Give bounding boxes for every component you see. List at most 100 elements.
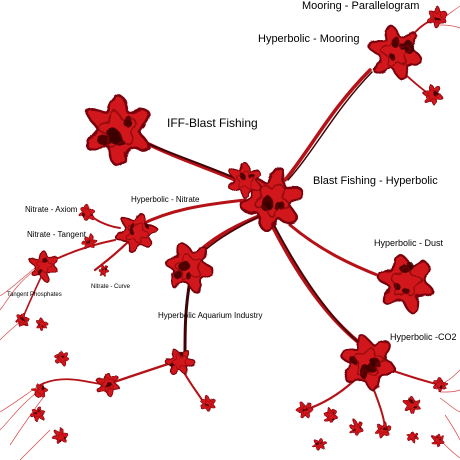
label-iff-blast-fishing: IFF-Blast Fishing [167, 116, 258, 130]
blob-co2-right-3 [431, 432, 445, 448]
blob-mooring-lower-body [422, 84, 444, 106]
blob-co2-bottom-2-body [374, 421, 392, 439]
blob-co2-bottom-1-fold [358, 426, 362, 428]
blob-co2-bottom-3-body [313, 438, 327, 452]
blob-lower-left-ruffle [100, 376, 115, 392]
blob-lower-mid-fold [179, 351, 184, 357]
blob-co2-bottom-3-fold [316, 442, 320, 446]
branch-co2-dark [273, 224, 365, 348]
blob-hyperbolic-nitrate-ruffle [126, 222, 149, 245]
label-hyperbolic-co2: Hyperbolic -CO2 [390, 332, 457, 342]
blob-nitrate-axiom [79, 205, 95, 222]
blob-hyperbolic-dust-body [376, 254, 434, 314]
thread-11 [444, 414, 460, 441]
blob-co2-right-1-body [403, 396, 421, 415]
blob-hyperbolic-aquarium-industry-ruffle [174, 253, 203, 281]
label-hyperbolic-aquarium-industry: Hyperbolic Aquarium Industry [158, 311, 263, 320]
blob-hyperbolic-dust-ruffle [390, 266, 423, 298]
branch-mooring-dark [287, 71, 373, 181]
blob-nitrate-curve-fold [102, 268, 104, 271]
blob-lower-mid [164, 348, 196, 376]
blob-co2-left-2-ruffle [326, 410, 335, 420]
blob-hyperbolic-mooring-fold [389, 52, 395, 61]
blob-co2-left-ruffle [300, 405, 310, 415]
blob-hyperbolic-mooring [367, 25, 423, 81]
blob-blast-fishing-side-body [229, 162, 262, 199]
thread-2 [0, 269, 36, 311]
blob-lower-left-top-fold [60, 355, 65, 358]
branch-lower-left-2 [39, 378, 106, 386]
blob-hyperbolic-aquarium-industry [164, 241, 214, 293]
blob-nitrate-tangent-ruffle [36, 257, 53, 275]
blob-nitrate-tangent-body [28, 249, 59, 282]
blob-lower-mid-small-fold [205, 403, 208, 406]
blob-co2-left-2-fold [332, 411, 334, 414]
blob-lower-mid-fold [169, 362, 174, 367]
blob-lower-left-5-ruffle [55, 431, 65, 441]
blob-co2-left-body [296, 401, 315, 419]
label-tangent-phosphates: Tangent Phosphates [7, 292, 62, 298]
blob-nitrate-tangent-small [81, 234, 98, 250]
blob-hyperbolic-co2-fold [349, 356, 358, 366]
blob-hyperbolic-co2-ruffle [353, 345, 385, 377]
blob-lower-left-5 [51, 428, 69, 444]
blob-mooring-parallelogram-body [426, 6, 447, 29]
blob-lower-mid-ruffle [172, 353, 188, 370]
blob-lower-left-top-body [54, 350, 70, 367]
blob-iff-blast-fishing-body [85, 94, 150, 166]
blob-iff-blast-fishing [85, 94, 150, 166]
blob-blast-fishing-side [229, 162, 262, 199]
blob-co2-right-1 [403, 396, 421, 415]
blob-hyperbolic-nitrate [115, 213, 158, 253]
blob-co2-left-fold [304, 407, 307, 410]
blob-co2-bottom-1-body [348, 419, 364, 437]
blob-co2-left-fold [302, 408, 305, 411]
blob-co2-right-2-body [433, 377, 447, 393]
blob-hyperbolic-nitrate-fold [145, 223, 149, 229]
blob-co2-right-4-fold [414, 435, 416, 438]
blob-nitrate-tangent [28, 249, 59, 282]
label-hyperbolic-dust: Hyperbolic - Dust [374, 238, 444, 248]
thread-5 [0, 389, 41, 431]
branch-nitrate [138, 198, 247, 227]
blob-lower-left-5-fold [58, 439, 61, 442]
coral-blobs [15, 6, 447, 452]
blob-phosphates-2 [36, 319, 48, 331]
blob-phosphates-1-ruffle [18, 315, 26, 324]
blob-phosphates-1-fold [21, 317, 25, 321]
blob-iff-blast-fishing-ruffle [97, 110, 137, 149]
blob-hyperbolic-aquarium-industry-fold [178, 261, 191, 271]
blob-hyperbolic-co2 [339, 334, 397, 392]
blob-blast-fishing-side-fold [239, 172, 246, 180]
blob-hyperbolic-nitrate-body [115, 213, 158, 253]
branch-iff-dark [134, 137, 241, 181]
blob-lower-mid-body [164, 348, 196, 376]
blob-nitrate-curve [97, 265, 111, 277]
blob-co2-bottom-2-ruffle [378, 425, 388, 435]
blob-lower-left-top [54, 350, 70, 367]
branch-co2 [270, 223, 364, 347]
label-hyperbolic-mooring: Hyperbolic - Mooring [258, 33, 360, 45]
blob-blast-fishing-side-ruffle [235, 169, 255, 189]
label-nitrate-axiom: Nitrate - Axiom [25, 205, 78, 214]
label-mooring-parallelogram: Mooring - Parallelogram [302, 0, 420, 12]
blob-co2-bottom-1 [348, 419, 364, 437]
blob-nitrate-tangent-small-fold [85, 240, 90, 244]
blob-co2-left-2-body [322, 407, 338, 424]
thread-3 [0, 321, 21, 341]
blob-blast-fishing-hyperbolic-ruffle [254, 184, 291, 219]
label-nitrate-curve: Nitrate - Curve [91, 284, 131, 290]
blob-lower-left-4-body [30, 406, 46, 422]
blob-hyperbolic-mooring-ruffle [380, 38, 410, 67]
blob-lower-left-3-ruffle [35, 386, 45, 395]
blob-co2-right-4-body [406, 431, 419, 443]
thread-14 [439, 24, 460, 29]
blob-lower-mid-small-body [200, 395, 216, 412]
blob-mooring-parallelogram-ruffle [431, 11, 443, 24]
blob-co2-bottom-1-ruffle [351, 424, 361, 433]
blob-phosphates-2-ruffle [38, 321, 46, 329]
blob-lower-left-top-ruffle [57, 354, 67, 363]
blob-co2-bottom-2 [374, 421, 392, 439]
blob-co2-right-2 [433, 377, 447, 393]
